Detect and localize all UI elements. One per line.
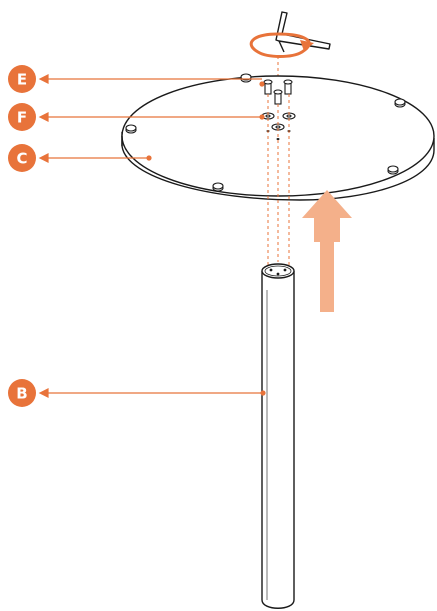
glide	[212, 182, 224, 192]
glide	[394, 98, 406, 108]
bolts	[263, 79, 293, 105]
callout-f-label: F	[17, 109, 27, 127]
callout-e: E	[8, 65, 36, 93]
floor-glides	[125, 73, 406, 192]
callout-f: F	[8, 103, 36, 131]
glide	[387, 165, 399, 175]
callout-leaders	[38, 74, 266, 398]
callout-b: B	[8, 379, 36, 407]
bolt	[263, 79, 273, 95]
callout-c-label: C	[16, 150, 27, 168]
washers	[261, 112, 296, 131]
alignment-guides	[267, 94, 290, 266]
callout-b-label: B	[16, 385, 27, 403]
bolt	[273, 89, 283, 105]
table-leg	[261, 263, 295, 609]
rotate-arrow-icon	[249, 32, 314, 58]
washer	[282, 112, 296, 120]
bolt	[283, 79, 293, 95]
glide	[240, 73, 252, 83]
callout-e-label: E	[17, 71, 27, 89]
callout-c: C	[8, 144, 36, 172]
glide	[125, 124, 137, 134]
up-arrow-icon	[302, 190, 352, 312]
